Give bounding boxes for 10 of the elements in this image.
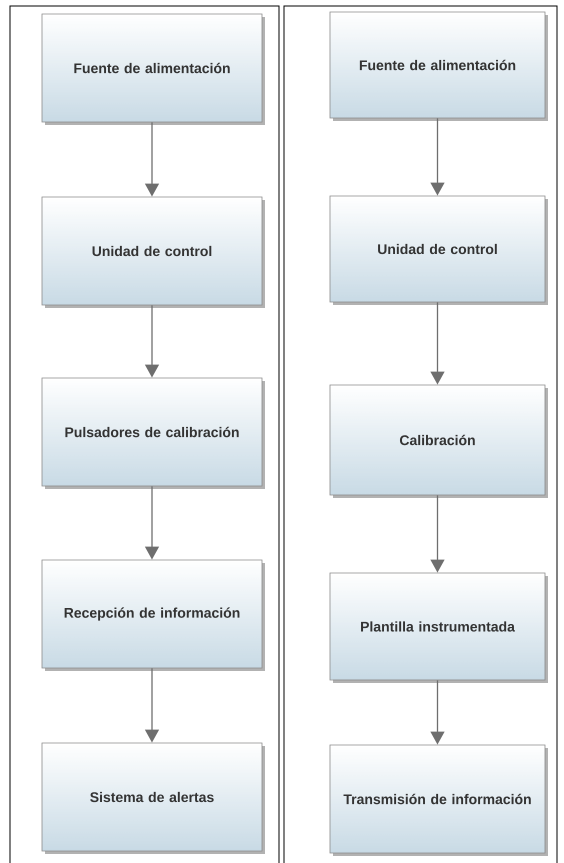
process-box: Fuente de alimentación — [330, 12, 548, 121]
process-box: Fuente de alimentación — [42, 14, 265, 125]
process-box: Transmisión de información — [330, 744, 548, 856]
process-box: Unidad de control — [330, 196, 548, 305]
process-box: Pulsadores de calibración — [42, 378, 265, 489]
process-box: Recepción de información — [42, 560, 265, 671]
process-box: Plantilla instrumentada — [330, 572, 548, 683]
process-box: Unidad de control — [42, 196, 265, 308]
process-box: Calibración — [330, 384, 548, 498]
process-box: Sistema de alertas — [42, 742, 265, 854]
